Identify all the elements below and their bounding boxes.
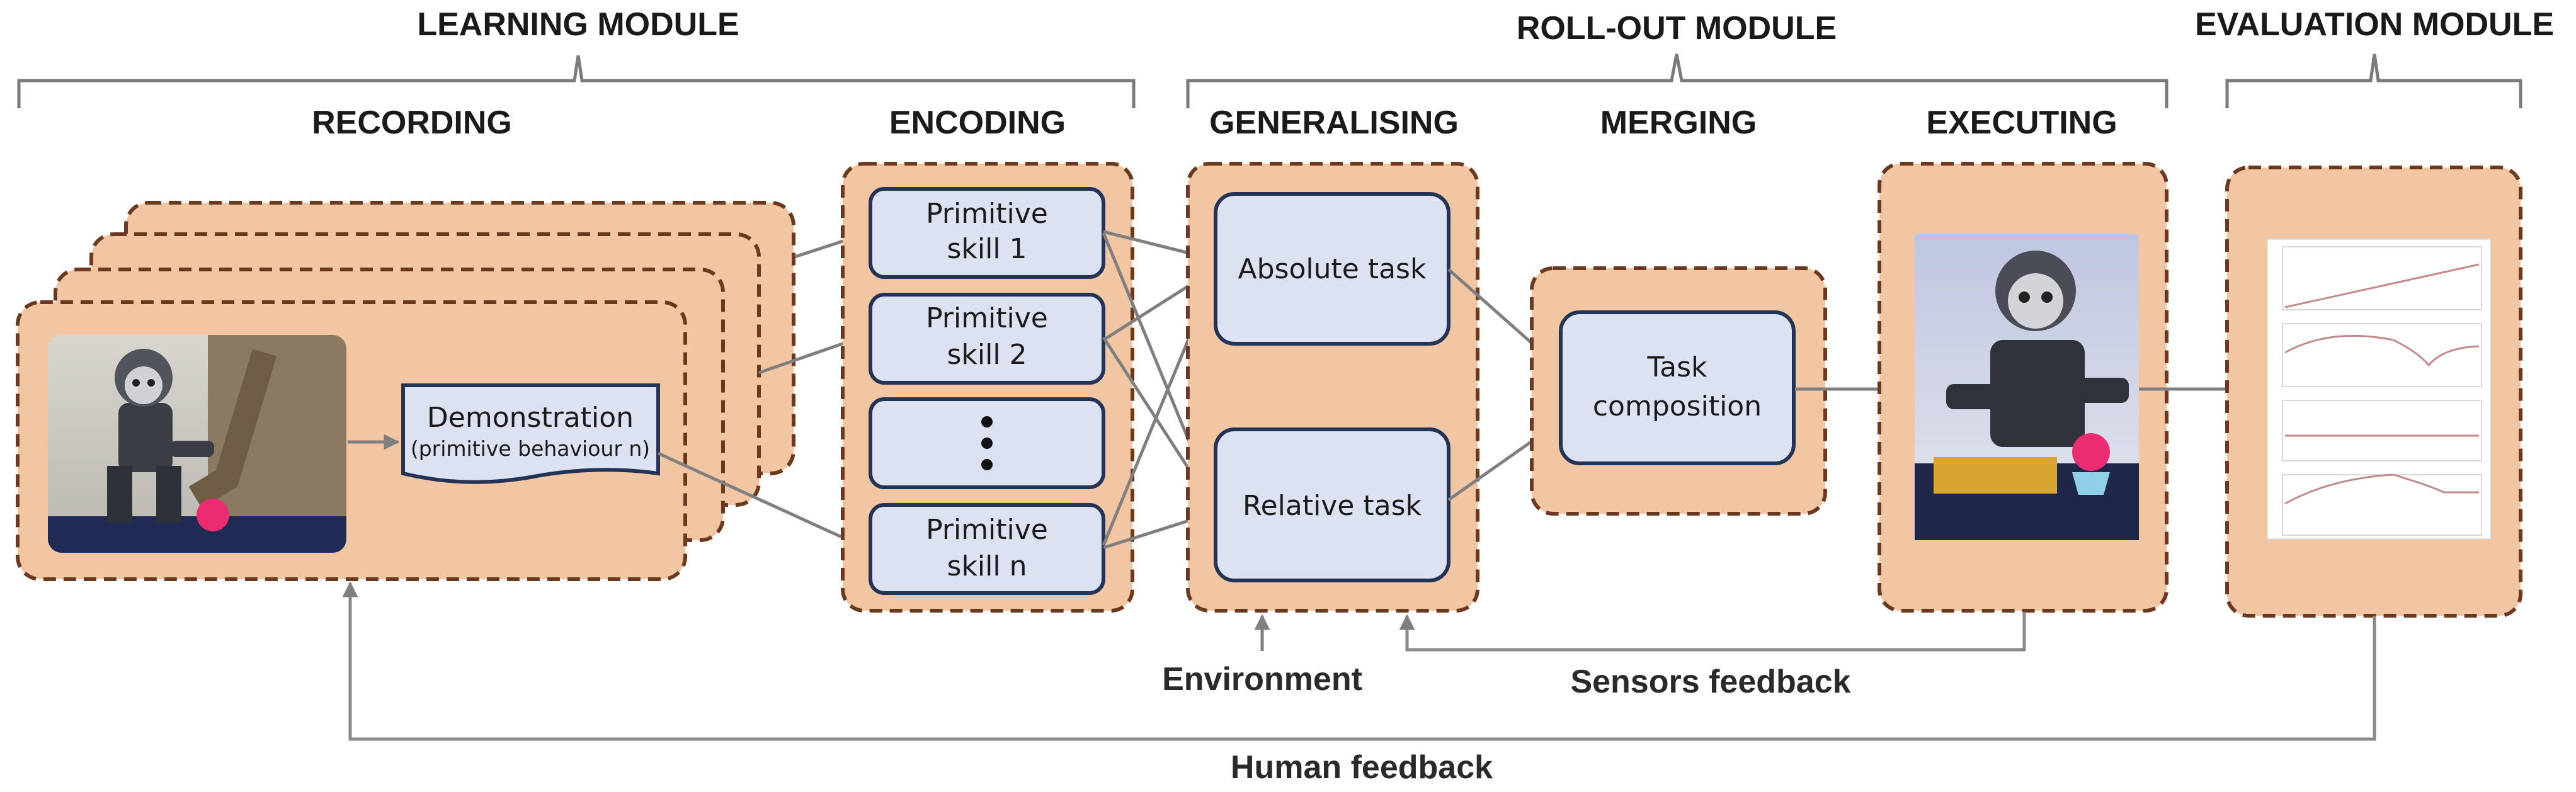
demonstration-to-skilln-arrow — [657, 451, 870, 551]
ellipsis-dot-1 — [981, 416, 993, 427]
plot-2-curve — [2284, 334, 2480, 367]
plot-3-frame — [2282, 400, 2482, 461]
primitive-skill-n-box — [869, 503, 1105, 595]
composition-line2: composition — [1593, 390, 1762, 422]
plot-4-curve — [2284, 473, 2479, 505]
plot-1-curve — [2284, 263, 2480, 308]
ellipsis-dot-3 — [981, 459, 993, 470]
rollout-module-title: ROLL-OUT MODULE — [1517, 10, 1837, 47]
rollout-module-brace — [1186, 54, 2169, 108]
ellipsis-dot-2 — [981, 438, 993, 449]
demonstration-subtitle: (primitive behaviour n) — [411, 436, 650, 461]
evaluation-module-brace — [2225, 54, 2522, 108]
human-feedback-loop — [342, 581, 2376, 741]
sensors-feedback-loop — [1399, 612, 2026, 652]
skill2-line2: skill 2 — [947, 339, 1027, 371]
demonstration-photo — [48, 335, 346, 553]
execution-photo — [1915, 234, 2139, 540]
evaluation-plots — [2267, 239, 2491, 540]
task-composition-box — [1559, 310, 1796, 465]
evaluation-module-title: EVALUATION MODULE — [2195, 6, 2554, 43]
learning-module-title: LEARNING MODULE — [417, 6, 739, 43]
absolute-task-box — [1214, 192, 1450, 346]
environment-label: Environment — [1162, 661, 1362, 698]
generalising-heading: GENERALISING — [1209, 105, 1459, 141]
recording-heading: RECORDING — [312, 105, 512, 141]
skill1-line2: skill 1 — [947, 233, 1027, 265]
executing-heading: EXECUTING — [1926, 105, 2117, 141]
skill2-line1: Primitive — [926, 302, 1048, 334]
composition-line1: Task — [1647, 351, 1707, 383]
skilln-line1: Primitive — [926, 514, 1048, 546]
relative-task-label: Relative task — [1243, 490, 1422, 522]
learning-module-brace — [17, 55, 1136, 108]
relative-task-box — [1214, 427, 1450, 582]
skilln-line2: skill n — [947, 550, 1027, 582]
encoding-heading: ENCODING — [889, 105, 1066, 141]
human-feedback-label: Human feedback — [1231, 749, 1493, 786]
plot-2-frame — [2282, 323, 2482, 387]
skill1-line1: Primitive — [926, 198, 1048, 230]
merging-heading: MERGING — [1600, 105, 1757, 141]
plot-1-frame — [2282, 246, 2482, 310]
absolute-task-label: Absolute task — [1238, 253, 1427, 285]
demonstration-title: Demonstration — [427, 402, 634, 434]
demonstration-box: Demonstration (primitive behaviour n) — [401, 383, 660, 484]
sensors-feedback-label: Sensors feedback — [1570, 664, 1850, 700]
